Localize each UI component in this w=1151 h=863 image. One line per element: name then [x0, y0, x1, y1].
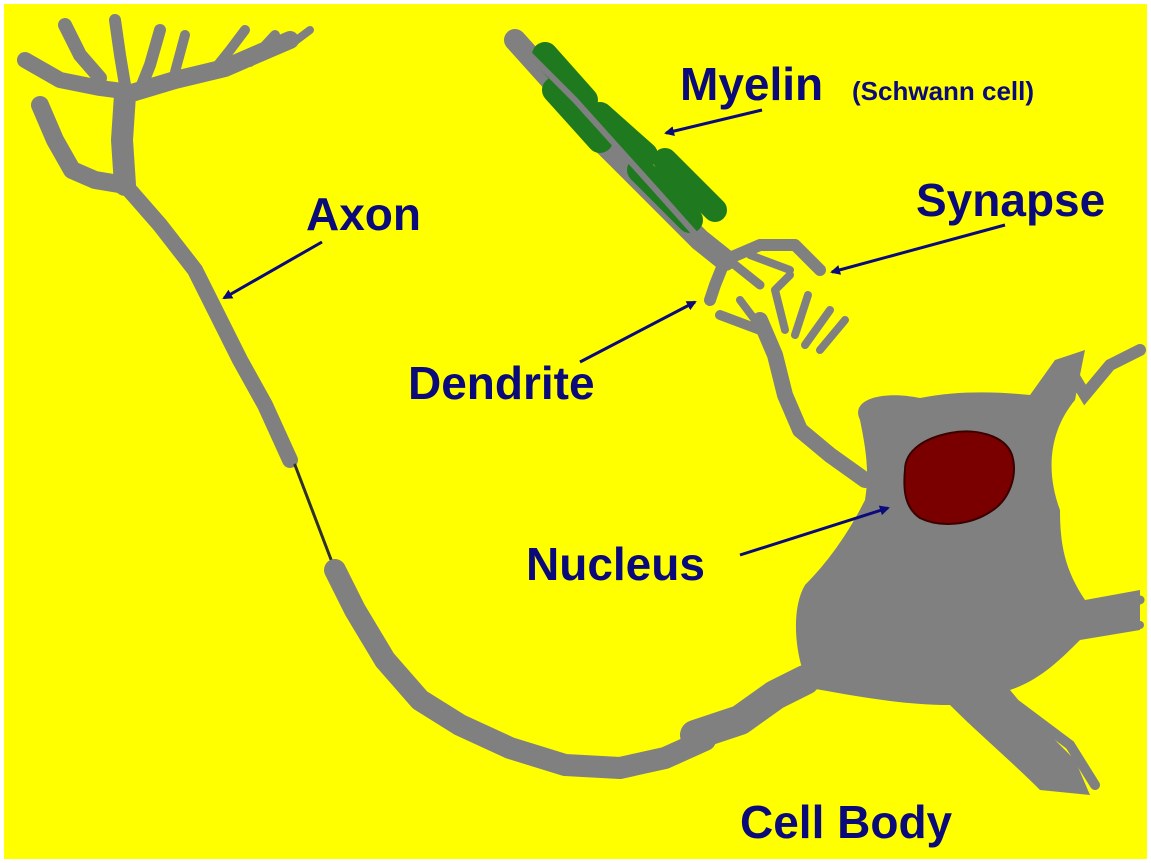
- label-schwann-cell: (Schwann cell): [852, 76, 1034, 106]
- label-axon: Axon: [306, 188, 421, 240]
- label-nucleus: Nucleus: [526, 538, 705, 590]
- label-dendrite: Dendrite: [408, 357, 595, 409]
- label-cell-body: Cell Body: [740, 796, 953, 848]
- label-myelin: Myelin: [680, 58, 823, 110]
- label-synapse: Synapse: [916, 174, 1105, 226]
